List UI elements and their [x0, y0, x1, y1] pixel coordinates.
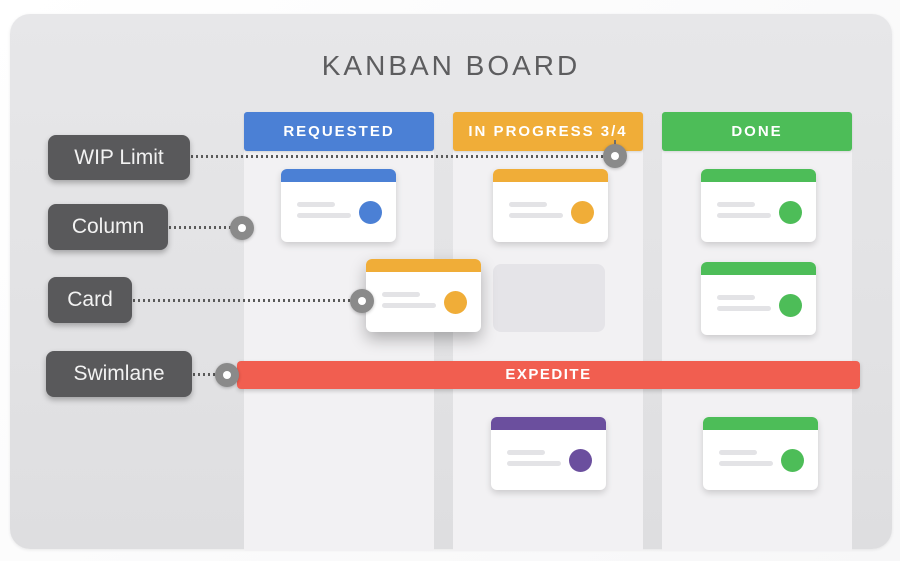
- board-title: KANBAN BOARD: [321, 50, 581, 81]
- card-text-line: [507, 461, 561, 466]
- kanban-card-blue[interactable]: [281, 169, 396, 242]
- card-text-line: [297, 202, 335, 207]
- card-avatar-dot: [444, 291, 467, 314]
- kanban-card-purple[interactable]: [491, 417, 606, 490]
- connector-marker-column: [230, 216, 254, 240]
- swimlane-bar[interactable]: EXPEDITE: [237, 361, 860, 389]
- card-text-line: [717, 306, 771, 311]
- annotation-label-swimlane: Swimlane: [46, 351, 192, 397]
- card-accent-bar: [281, 169, 396, 182]
- kanban-card-green-3[interactable]: [703, 417, 818, 490]
- connector-line-card: [133, 299, 361, 302]
- card-accent-bar: [493, 169, 608, 182]
- kanban-card-yellow[interactable]: [493, 169, 608, 242]
- card-avatar-dot: [359, 201, 382, 224]
- card-ghost-placeholder: [493, 264, 605, 332]
- card-avatar-dot: [569, 449, 592, 472]
- card-text-line: [717, 295, 755, 300]
- connector-line-wip-limit: [191, 155, 603, 158]
- card-accent-bar: [701, 169, 816, 182]
- card-text-line: [382, 303, 436, 308]
- card-text-line: [507, 450, 545, 455]
- annotation-label-column: Column: [48, 204, 168, 250]
- column-header-done[interactable]: DONE: [662, 112, 852, 151]
- card-text-line: [717, 213, 771, 218]
- kanban-card-green-2[interactable]: [701, 262, 816, 335]
- card-avatar-dot: [781, 449, 804, 472]
- card-text-line: [717, 202, 755, 207]
- card-avatar-dot: [779, 294, 802, 317]
- card-avatar-dot: [779, 201, 802, 224]
- card-avatar-dot: [571, 201, 594, 224]
- kanban-card-dragged-yellow[interactable]: [366, 259, 481, 332]
- kanban-card-green-1[interactable]: [701, 169, 816, 242]
- card-accent-bar: [491, 417, 606, 430]
- column-header-requested[interactable]: REQUESTED: [244, 112, 434, 151]
- card-text-line: [297, 213, 351, 218]
- card-text-line: [719, 461, 773, 466]
- connector-marker-swimlane: [215, 363, 239, 387]
- connector-line-swimlane: [193, 373, 219, 376]
- card-text-line: [719, 450, 757, 455]
- card-text-line: [382, 292, 420, 297]
- connector-marker-wip-limit: [603, 144, 627, 168]
- connector-marker-card: [350, 289, 374, 313]
- card-text-line: [509, 202, 547, 207]
- card-accent-bar: [701, 262, 816, 275]
- card-accent-bar: [366, 259, 481, 272]
- annotation-label-wip-limit: WIP Limit: [48, 135, 190, 180]
- connector-line-column: [169, 226, 231, 229]
- card-accent-bar: [703, 417, 818, 430]
- card-text-line: [509, 213, 563, 218]
- kanban-board: KANBAN BOARD REQUESTED IN PROGRESS 3/4 D…: [10, 14, 892, 551]
- annotation-label-card: Card: [48, 277, 132, 323]
